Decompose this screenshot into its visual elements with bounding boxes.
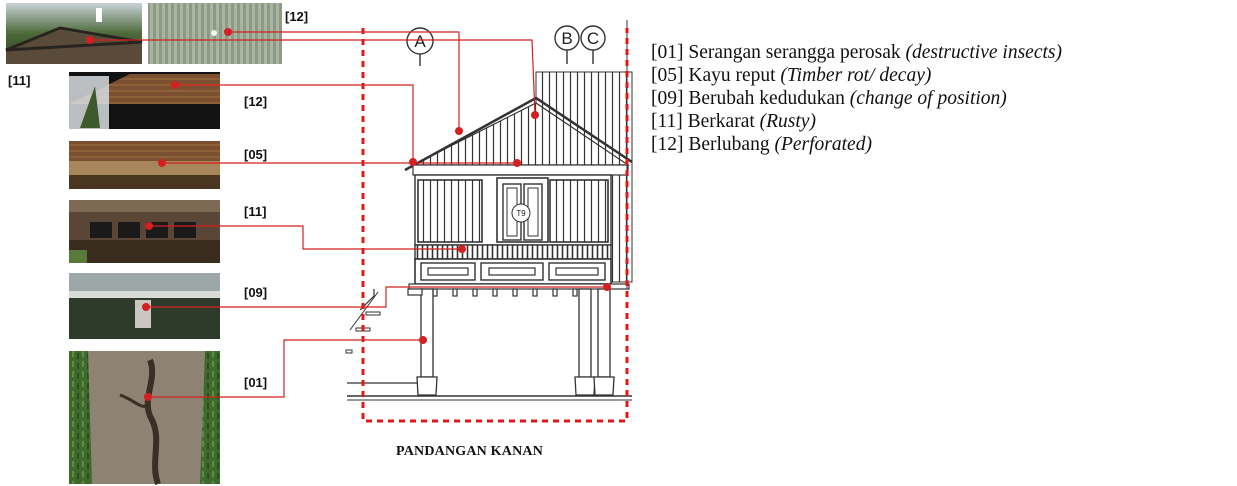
label-01: [01] [244,375,268,390]
leader-dot [158,159,166,167]
legend-code: [09] Berubah kedudukan [651,88,850,109]
grid-label-c: C [587,29,599,48]
legend-english: (Timber rot/ decay) [780,65,932,86]
legend-item-12: [12] Berlubang (Perforated) [651,133,1062,156]
photo-roof-rust [5,3,143,64]
legend-code: [11] Berkarat [651,111,760,132]
leader-dot [458,245,466,253]
grid-label-b: B [561,29,572,48]
legend-english: (Rusty) [759,111,816,132]
leader-dot [145,222,153,230]
label-12: [12] [244,94,268,109]
legend-item-11: [11] Berkarat (Rusty) [651,110,1062,133]
leader-dot [603,283,611,291]
legend-english: (change of position) [849,88,1007,109]
defect-legend: [01] Serangan serangga perosak (destruct… [651,41,1062,156]
drawing-caption: PANDANGAN KANAN [396,444,544,459]
house-elevation [345,20,633,401]
photo-eave-12 [69,72,220,129]
label-top-12: [12] [285,9,309,24]
leader-dot [86,36,94,44]
grid-bubble-c [580,25,606,64]
label-left-11: [11] [8,73,31,88]
grid-label-a: A [414,32,426,51]
photo-column-01 [69,351,220,486]
leader-dot [142,303,150,311]
leader-dot [455,127,463,135]
label-05: [05] [244,147,268,162]
legend-item-05: [05] Kayu reput (Timber rot/ decay) [651,64,1062,87]
leader-dot [144,393,152,401]
legend-english: (destructive insects) [905,42,1062,63]
legend-code: [01] Serangan serangga perosak [651,42,906,63]
leader-dot [171,81,179,89]
label-09: [09] [244,285,268,300]
label-11: [11] [244,204,267,219]
window-tag: T9 [516,209,526,218]
legend-english: (Perforated) [774,134,872,155]
legend-item-01: [01] Serangan serangga perosak (destruct… [651,41,1062,64]
leader-dot [531,111,539,119]
legend-code: [05] Kayu reput [651,65,781,86]
photo-timber-05 [69,141,220,189]
leader-lines [90,31,607,398]
photo-roof-perforated [148,3,282,64]
grid-bubble-b [554,25,580,64]
leader-dot [419,336,427,344]
leader-dot [224,28,232,36]
leader-dots [86,28,611,401]
legend-code: [12] Berlubang [651,134,775,155]
legend-item-09: [09] Berubah kedudukan (change of positi… [651,87,1062,110]
grid-bubble-a [406,27,434,66]
photo-window-11 [69,200,220,263]
leader-dot [409,158,417,166]
leader-dot [513,159,521,167]
